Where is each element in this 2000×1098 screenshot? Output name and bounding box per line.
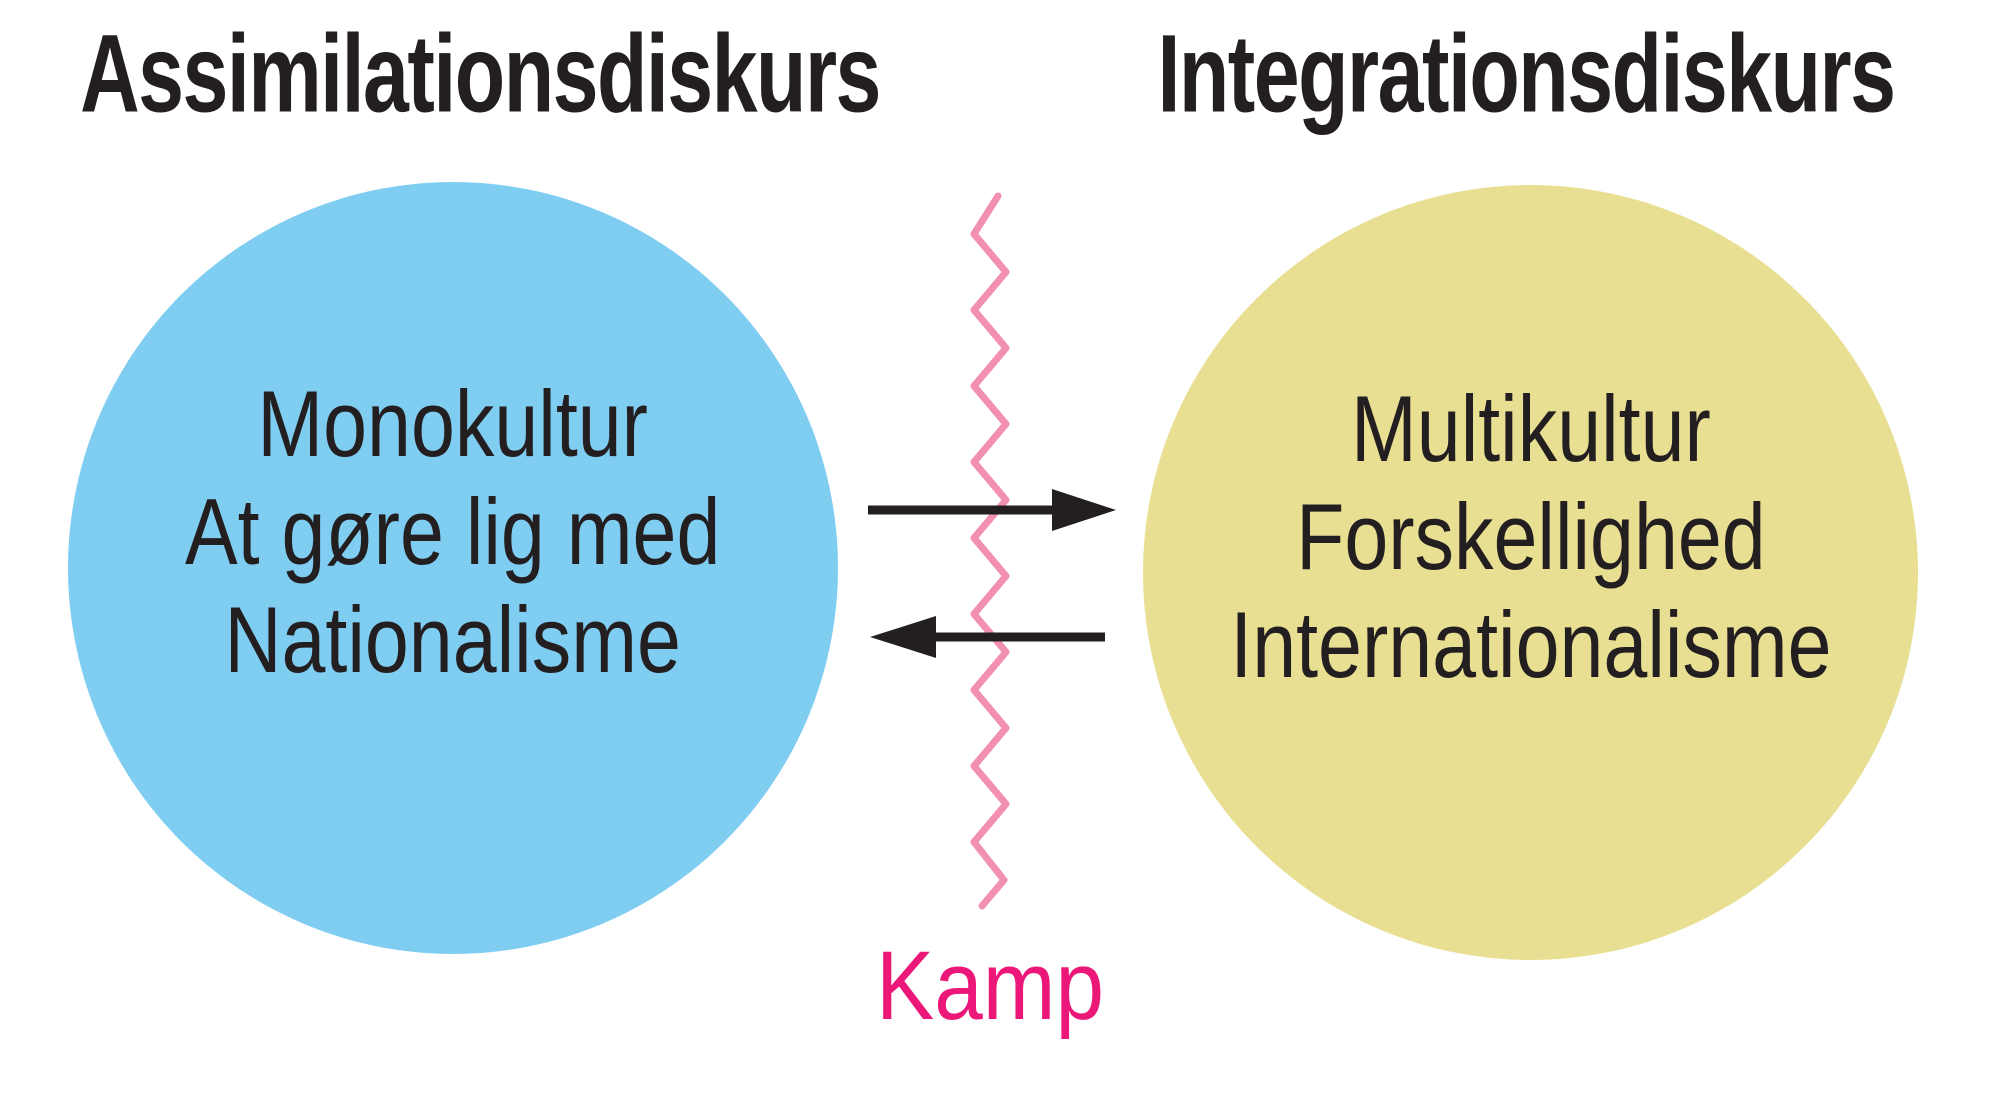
conflict-label: Kamp [875,931,1105,1040]
integration-line-1: Multikultur [1350,375,1711,481]
integration-line-2: Forskellighed [1295,483,1766,589]
assimilation-heading: Assimilationsdiskurs [80,12,881,136]
integration-heading: Integrationsdiskurs [1157,12,1896,136]
assimilation-line-2: At gøre lig med [185,479,721,584]
assimilation-line-1: Monokultur [257,371,649,476]
arrow-right-icon [868,489,1116,531]
assimilation-circle-text: Monokultur At gøre lig med Nationalisme [185,370,720,694]
assimilation-circle: Monokultur At gøre lig med Nationalisme [68,182,838,954]
assimilation-line-3: Nationalisme [224,587,682,692]
integration-line-3: Internationalisme [1229,591,1832,697]
integration-circle: Multikultur Forskellighed Internationali… [1143,185,1918,960]
integration-circle-text: Multikultur Forskellighed Internationali… [1230,375,1831,699]
conflict-zigzag-icon [970,192,1010,910]
arrow-left-icon [870,616,1105,658]
